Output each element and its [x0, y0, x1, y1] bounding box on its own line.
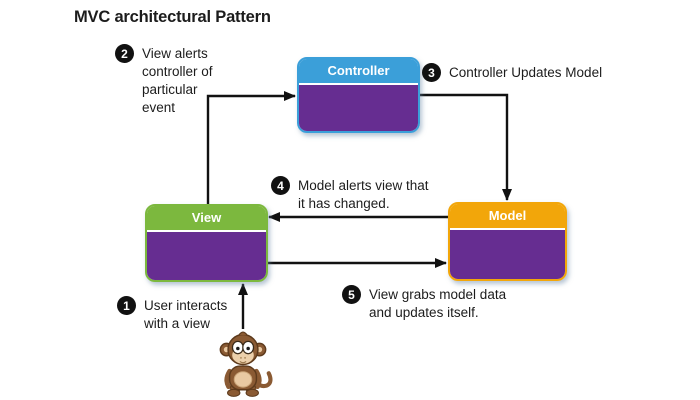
- annotation-step-5: 5 View grabs model data and updates itse…: [342, 285, 506, 322]
- view-box-body: [147, 232, 266, 280]
- step-1-line-2: with a view: [144, 316, 211, 331]
- step-2-line-3: particular: [142, 82, 198, 97]
- annotation-step-3: 3 Controller Updates Model: [422, 63, 602, 82]
- step-2-line-2: controller of: [142, 64, 213, 79]
- step-5-line-2: and updates itself.: [369, 305, 479, 320]
- step-4-text: Model alerts view that it has changed.: [298, 176, 429, 213]
- step-1-badge: 1: [117, 296, 136, 315]
- step-2-text: View alerts controller of particular eve…: [142, 44, 213, 117]
- step-1-text: User interacts with a view: [144, 296, 227, 333]
- step-5-text: View grabs model data and updates itself…: [369, 285, 506, 322]
- step-5-line-1: View grabs model data: [369, 287, 507, 302]
- step-3-badge: 3: [422, 63, 441, 82]
- step-2-line-1: View alerts: [142, 46, 208, 61]
- step-3-text: Controller Updates Model: [449, 63, 602, 82]
- step-4-badge: 4: [271, 176, 290, 195]
- annotation-step-4: 4 Model alerts view that it has changed.: [271, 176, 429, 213]
- step-2-line-4: event: [142, 100, 176, 115]
- controller-box-body: [299, 85, 418, 131]
- step-2-badge: 2: [115, 44, 134, 63]
- step-4-line-2: it has changed.: [298, 196, 390, 211]
- view-box: View: [145, 204, 268, 282]
- step-5-badge: 5: [342, 285, 361, 304]
- model-box-header: Model: [450, 204, 565, 230]
- controller-box: Controller: [297, 57, 420, 133]
- annotation-step-1: 1 User interacts with a view: [117, 296, 227, 333]
- step-1-line-1: User interacts: [144, 298, 228, 313]
- annotation-step-2: 2 View alerts controller of particular e…: [115, 44, 213, 117]
- step-4-line-1: Model alerts view that: [298, 178, 429, 193]
- arrow-controller-to-model: [416, 93, 512, 201]
- model-box: Model: [448, 202, 567, 281]
- page-title: MVC architectural Pattern: [74, 8, 271, 26]
- model-box-body: [450, 230, 565, 279]
- view-box-header: View: [147, 206, 266, 232]
- step-3-line-1: Controller Updates Model: [449, 65, 603, 80]
- user-monkey-icon: [219, 331, 273, 397]
- controller-box-header: Controller: [299, 59, 418, 85]
